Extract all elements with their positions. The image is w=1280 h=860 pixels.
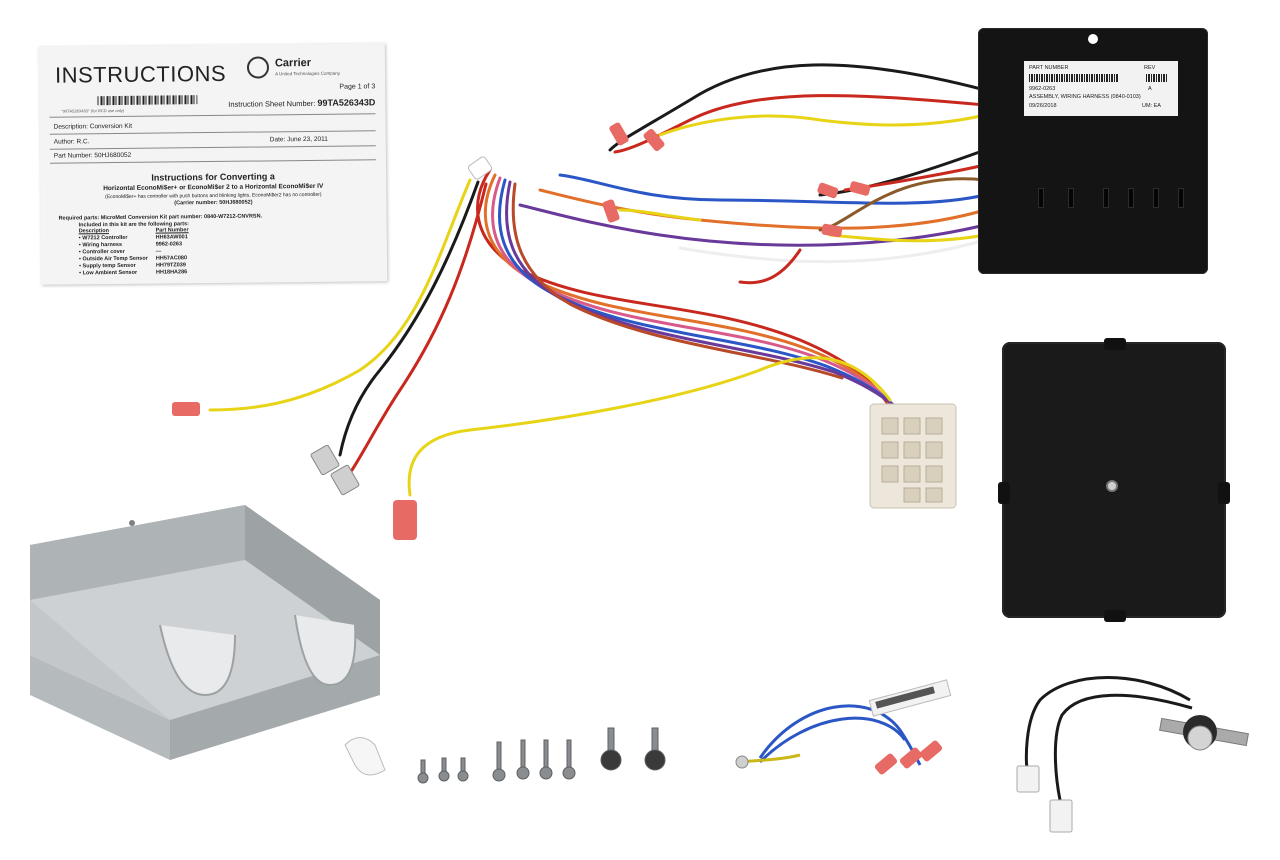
wire-red	[476, 168, 897, 417]
spade-terminal	[821, 223, 843, 238]
wire-black	[818, 148, 987, 197]
wire-connector	[1016, 765, 1040, 793]
wire-black	[1053, 693, 1193, 801]
plug-connector	[869, 403, 957, 509]
spade-terminal	[899, 747, 923, 769]
wire-orange	[538, 188, 987, 230]
label-date: 09/26/2018	[1029, 103, 1057, 109]
rev-barcode	[1146, 74, 1168, 82]
screw-head	[562, 766, 576, 780]
screw-head	[457, 770, 469, 782]
wire-yellow	[658, 113, 987, 137]
spade-terminal	[393, 500, 417, 540]
cover-tab	[1218, 482, 1230, 504]
cable-clamp	[344, 737, 386, 776]
tag-barcode	[875, 686, 936, 709]
part-barcode	[1029, 74, 1119, 82]
mounting-hole	[1088, 34, 1098, 44]
vent-slot	[1128, 188, 1134, 208]
wire-white	[678, 238, 987, 264]
vent-slot	[1068, 188, 1074, 208]
spade-terminal	[874, 753, 898, 775]
wire-connector	[1049, 799, 1073, 833]
supply-temp-sensor	[735, 679, 952, 775]
cover-tab	[998, 482, 1010, 504]
wire-blue	[558, 173, 987, 205]
wire-red	[738, 248, 802, 285]
part-label: PART NUMBER REV 9962-0263 A ASSEMBLY, WI…	[1024, 61, 1178, 116]
screw	[496, 741, 502, 773]
wire-rust	[511, 182, 844, 380]
spade-terminal	[172, 402, 200, 416]
wire-black	[338, 180, 480, 457]
harness-module: PART NUMBER REV 9962-0263 A ASSEMBLY, WI…	[978, 28, 1208, 274]
wire-yellow	[739, 753, 801, 764]
wire-red	[613, 94, 987, 154]
screw-head	[438, 770, 450, 782]
screws	[417, 727, 666, 784]
vent-slot	[1103, 188, 1109, 208]
spade-terminal	[609, 122, 629, 146]
wire-yellow	[828, 233, 987, 243]
screw	[543, 739, 549, 771]
wire-black	[608, 63, 987, 152]
label-description: ASSEMBLY, WIRING HARNESS (0840-0103)	[1029, 94, 1141, 100]
wire-red	[350, 182, 488, 472]
cover-tab	[1104, 338, 1126, 350]
wire-yellow	[208, 178, 472, 412]
spade-terminal	[330, 464, 360, 496]
wire-violet	[505, 180, 917, 426]
rev-label: REV	[1144, 65, 1156, 71]
screw-head	[600, 749, 622, 771]
wire-black	[1024, 676, 1191, 779]
vent-slot	[1178, 188, 1184, 208]
label-uom: UM: EA	[1142, 103, 1161, 109]
screw-head	[417, 772, 429, 784]
label-rev: A	[1148, 86, 1152, 92]
wire-pink	[491, 176, 907, 422]
spade-terminal	[310, 444, 340, 476]
screw-head	[516, 766, 530, 780]
spade-terminal	[602, 199, 620, 223]
screw-head	[492, 768, 506, 782]
vent-slot	[1038, 188, 1044, 208]
wire-orange	[483, 173, 902, 420]
cable-tie	[467, 156, 493, 180]
spade-terminals	[172, 122, 871, 540]
screw	[566, 739, 572, 771]
screw-head	[539, 766, 553, 780]
spade-terminal	[849, 181, 871, 196]
wire-blue	[758, 704, 922, 766]
cover-screw	[1106, 480, 1118, 492]
cover-tab	[1104, 610, 1126, 622]
wire-yellow	[407, 356, 892, 497]
spade-terminal	[643, 128, 665, 152]
screw	[520, 739, 526, 771]
metal-tray	[30, 505, 380, 760]
vent-slot	[1153, 188, 1159, 208]
part-number-label: PART NUMBER	[1029, 65, 1069, 71]
spade-terminal	[919, 740, 943, 762]
wire-blue	[758, 716, 907, 764]
screw-head	[644, 749, 666, 771]
low-ambient-sensor	[1016, 676, 1249, 833]
spade-terminal	[817, 182, 839, 199]
controller-cover	[998, 338, 1230, 622]
ring-terminal	[735, 755, 749, 769]
wire-yellow	[618, 208, 702, 222]
label-part-number: 9962-0263	[1029, 86, 1056, 92]
sensor-cap	[1187, 725, 1213, 751]
